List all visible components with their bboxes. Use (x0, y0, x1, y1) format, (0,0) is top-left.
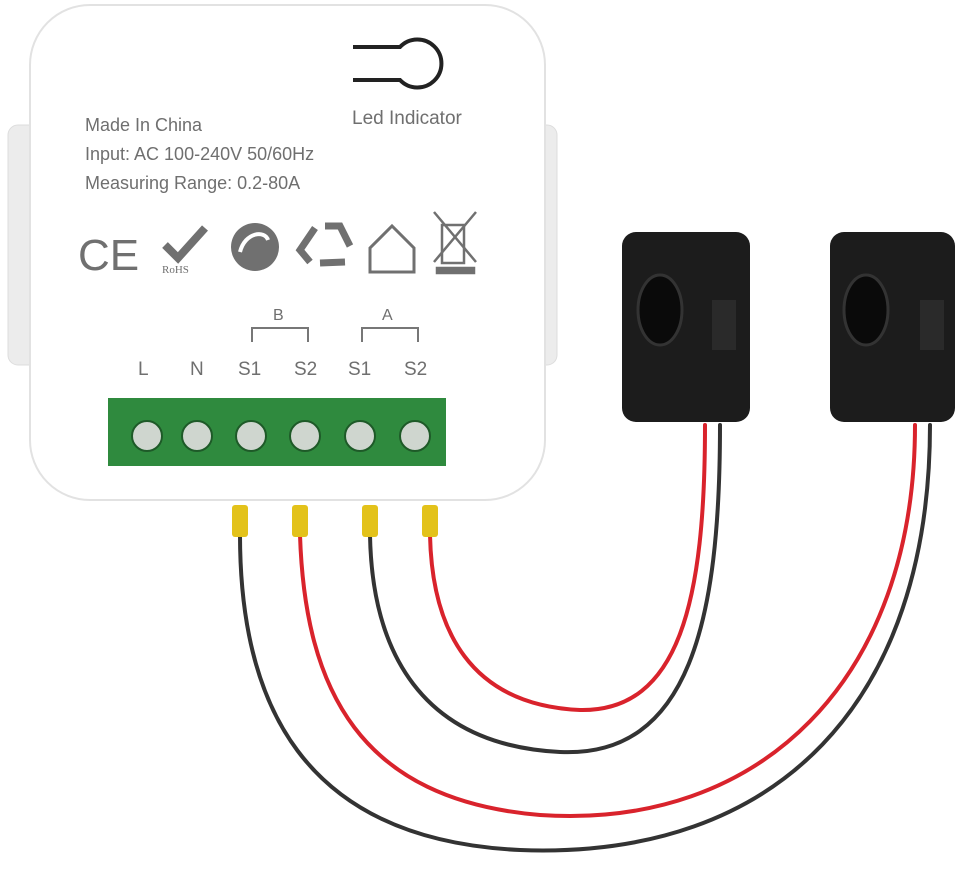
group-a-label: A (382, 307, 393, 324)
wires (238, 423, 932, 853)
terminal-label-a-s2: S2 (404, 359, 427, 380)
device-body (29, 4, 546, 501)
ct-clamp-a (622, 232, 750, 422)
wire-black-b (238, 423, 932, 853)
ct-clamp-b (830, 232, 955, 422)
recycle-icon (295, 222, 354, 267)
ce-mark-icon: CE (78, 231, 139, 280)
wire-red-a (428, 423, 707, 713)
terminal-label-n: N (190, 359, 204, 380)
terminal-screws (131, 420, 431, 452)
rohs-label: RoHS (162, 264, 189, 276)
led-indicator-icon (353, 37, 444, 90)
group-b-bracket (251, 327, 309, 342)
terminal-label-l: L (138, 359, 149, 380)
wire-red-b (298, 423, 917, 818)
terminal-block (108, 398, 446, 466)
terminal-label-b-s2: S2 (294, 359, 317, 380)
wire-ferrules (232, 505, 438, 537)
label-origin: Made In China (85, 115, 203, 135)
terminal-label-a-s1: S1 (348, 359, 371, 380)
green-dot-icon (231, 223, 279, 271)
weee-bin-icon (433, 211, 477, 275)
wire-black-a (368, 423, 722, 755)
label-range: Measuring Range: 0.2-80A (85, 173, 300, 193)
house-icon (368, 223, 416, 274)
terminal-label-b-s1: S1 (238, 359, 261, 380)
group-b-label: B (273, 307, 284, 324)
label-input: Input: AC 100-240V 50/60Hz (85, 144, 314, 164)
rohs-check-icon (162, 225, 208, 264)
led-indicator-label: Led Indicator (352, 108, 463, 129)
group-a-bracket (361, 327, 419, 342)
